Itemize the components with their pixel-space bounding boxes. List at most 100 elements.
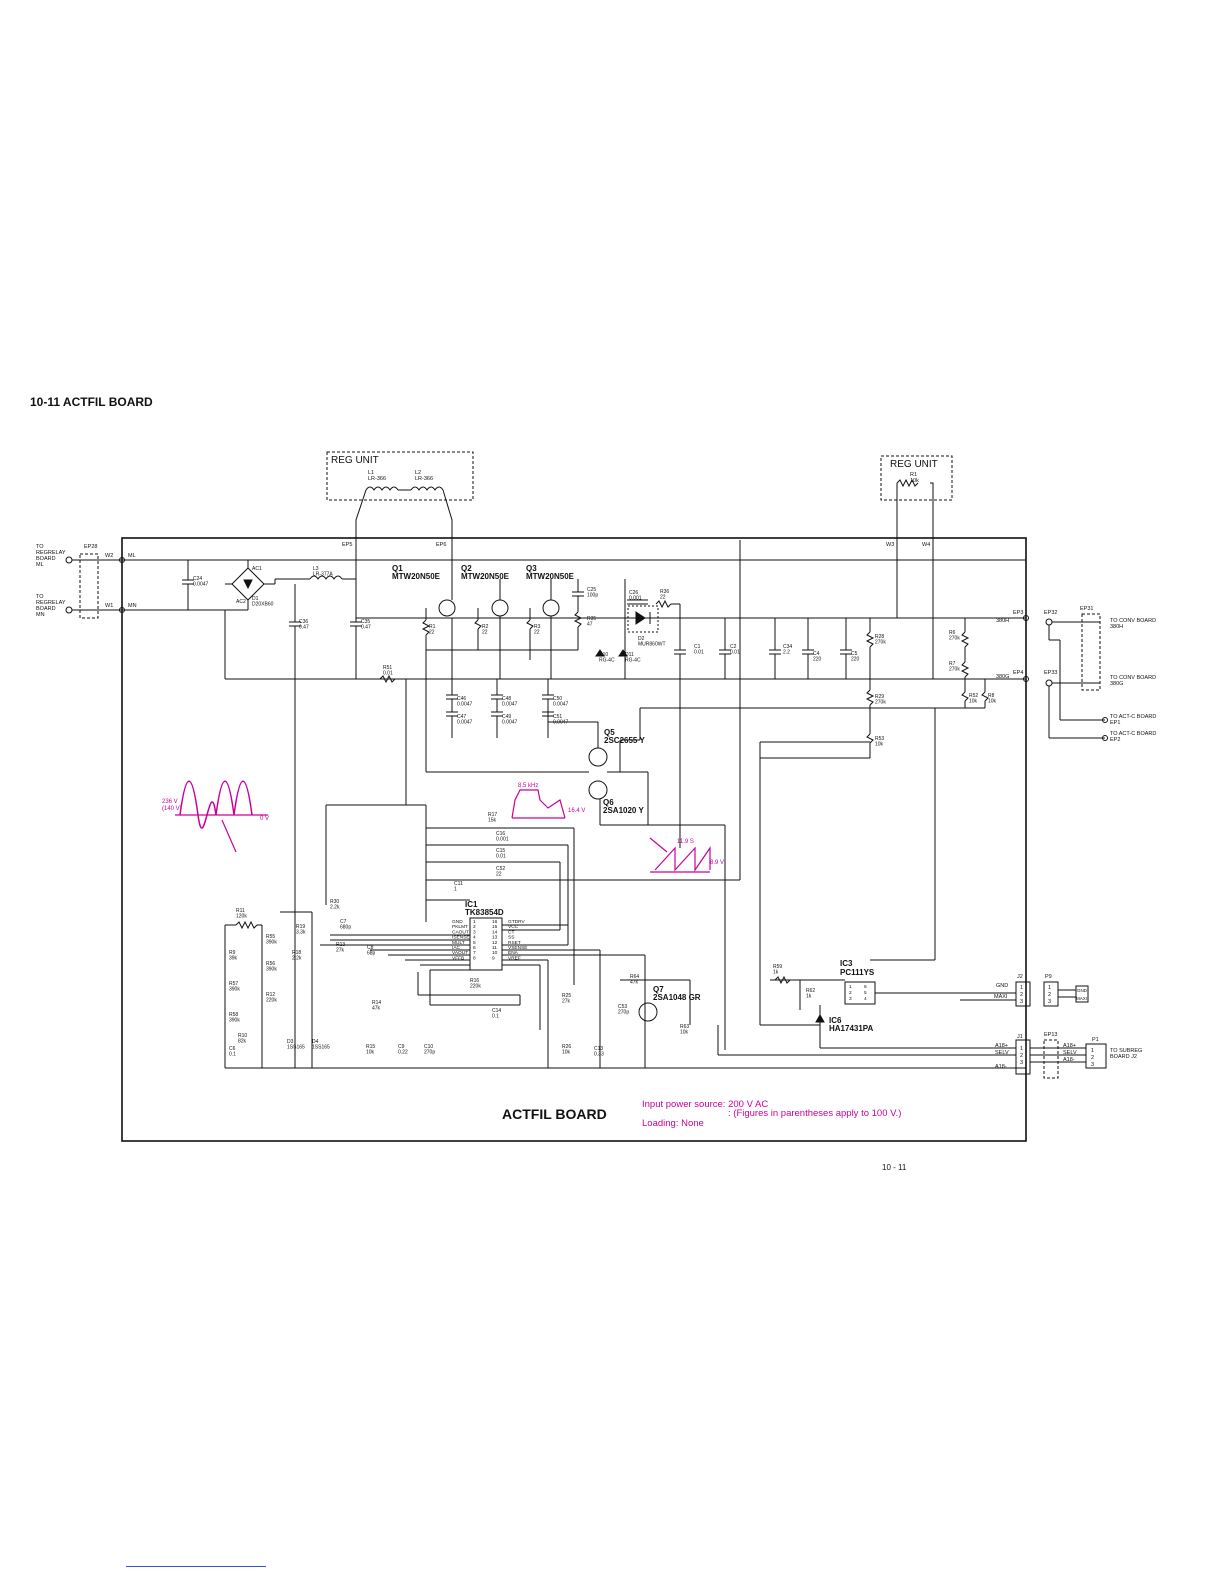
- ic3-pin-number: 2: [849, 990, 852, 996]
- component-value: 0.1: [229, 1052, 236, 1058]
- left-bot-l4: MN: [36, 612, 45, 618]
- ic1-pin-name: CT: [508, 929, 514, 935]
- ep3-label: EP3: [1013, 610, 1023, 616]
- q5-part: 2SC2655 Y: [604, 736, 645, 745]
- p1-pin1: 1: [1091, 1048, 1094, 1054]
- component-value: 120k: [236, 914, 247, 920]
- component-ref: C49: [502, 714, 511, 720]
- p9-label: P9: [1045, 974, 1052, 980]
- component-value: 270k: [949, 667, 960, 673]
- component-ref: R10: [238, 1033, 247, 1039]
- component-value: 10k: [680, 1030, 689, 1036]
- component-ref: C46: [457, 696, 466, 702]
- component-ref: C51: [553, 714, 562, 720]
- component-value: 22: [534, 630, 540, 636]
- component-value: 0.22: [398, 1050, 408, 1056]
- component-ref: R62: [806, 988, 815, 994]
- left-top-l1: TO: [36, 544, 44, 550]
- component-ref: R12: [266, 992, 275, 998]
- component-value: 270k: [875, 640, 886, 646]
- component-ref: R8: [988, 693, 995, 699]
- to-conv-g-1: TO CONV BOARD: [1110, 675, 1156, 681]
- component-value: 0.0047: [457, 720, 473, 726]
- q2-ref: Q2: [461, 564, 472, 573]
- ic3-pin-number: 3: [849, 996, 852, 1002]
- component-value: 100p: [587, 593, 598, 599]
- component-ref: R30: [330, 899, 339, 905]
- component-ref: R7: [949, 661, 956, 667]
- l2-val: LR-366: [415, 476, 433, 482]
- reg-unit-left: [326, 451, 474, 501]
- component-value: 22: [496, 872, 502, 878]
- ic1-pin-number: 14: [492, 929, 498, 935]
- component-ref: C10: [424, 1044, 433, 1050]
- component-ref: AC2: [236, 599, 246, 605]
- ic1-pin-number: 9: [492, 955, 495, 961]
- p9-gnd: GND: [1077, 988, 1088, 993]
- component-ref: C9: [398, 1044, 405, 1050]
- component-ref: R25: [562, 993, 571, 999]
- r1-ref: R1: [910, 472, 917, 478]
- component-ref: C35: [361, 619, 370, 625]
- net-a18p: A18+: [995, 1043, 1008, 1049]
- ic1-pin-name: SS: [508, 935, 514, 941]
- component-value: 82k: [238, 1039, 247, 1045]
- board-outline: [121, 537, 1027, 1142]
- left-top-net: ML: [128, 553, 136, 559]
- component-value: 220k: [266, 998, 277, 1004]
- component-value: 0.001: [496, 837, 509, 843]
- j2-pin1: 1: [1020, 985, 1023, 991]
- j1-pin3: 3: [1020, 1060, 1023, 1066]
- ic1-pin-name: VSENSE: [508, 945, 527, 951]
- component-value: 47: [587, 622, 593, 628]
- ic1-pin-name: ISENSE: [452, 935, 470, 941]
- net-a18m: A18-: [995, 1064, 1007, 1070]
- reg-unit-right-title: REG UNIT: [890, 459, 938, 470]
- component-value: 15k: [488, 818, 497, 824]
- component-value: 2.2: [783, 650, 790, 656]
- j2-pin2: 2: [1020, 992, 1023, 998]
- board-name: ACTFIL BOARD: [502, 1106, 607, 1122]
- component-ref: R63: [680, 1024, 689, 1030]
- to-conv-h-1: TO CONV BOARD: [1110, 618, 1156, 624]
- ic6-part: HA17431PA: [829, 1024, 874, 1033]
- component-ref: D4: [312, 1039, 319, 1045]
- component-ref: R53: [875, 736, 884, 742]
- to-subreg-2: BOARD J2: [1110, 1054, 1137, 1060]
- ic1-part: TK83854D: [465, 908, 504, 917]
- component-value: 39k: [229, 956, 238, 962]
- net-selv: SELV: [995, 1050, 1009, 1056]
- component-value: 0.001: [629, 596, 642, 602]
- p1-net-a18p: A18+: [1063, 1043, 1076, 1049]
- component-ref: R64: [630, 974, 639, 980]
- ic3-pin-number: 6: [864, 984, 867, 990]
- ep32-label: EP32: [1044, 610, 1057, 616]
- component-value: 0.0047: [553, 720, 569, 726]
- ep13-box: [1043, 1039, 1059, 1079]
- ic1-pin-name: VCC: [508, 924, 519, 930]
- component-value: 270k: [875, 700, 886, 706]
- p9-pin2: 2: [1048, 992, 1051, 998]
- l1-val: LR-366: [368, 476, 386, 482]
- ic3-part: PC111YS: [840, 968, 875, 977]
- wave1-level: 0 V: [260, 816, 269, 822]
- component-ref: R17: [488, 812, 497, 818]
- ic1-pin-number: 10: [492, 950, 498, 956]
- component-value: LR-377A: [313, 572, 333, 578]
- p9-pin1: 1: [1048, 985, 1051, 991]
- component-value: 47k: [630, 980, 639, 986]
- wave1-top: 236 V: [162, 799, 178, 805]
- component-ref: C13: [594, 1046, 603, 1052]
- waveform-ramp: [654, 846, 711, 872]
- ep28-box: [79, 553, 99, 619]
- p1-net-selv: SELV: [1063, 1050, 1077, 1056]
- component-ref: R52: [969, 693, 978, 699]
- to-subreg-1: TO SUBREG: [1110, 1048, 1142, 1054]
- component-ref: C7: [340, 919, 347, 925]
- component-value: MUR860WT: [638, 642, 666, 648]
- component-ref: R59: [773, 964, 782, 970]
- left-bot-l3: BOARD: [36, 606, 56, 612]
- left-top-pin: W2: [105, 553, 113, 559]
- reg-unit-right: [880, 455, 953, 501]
